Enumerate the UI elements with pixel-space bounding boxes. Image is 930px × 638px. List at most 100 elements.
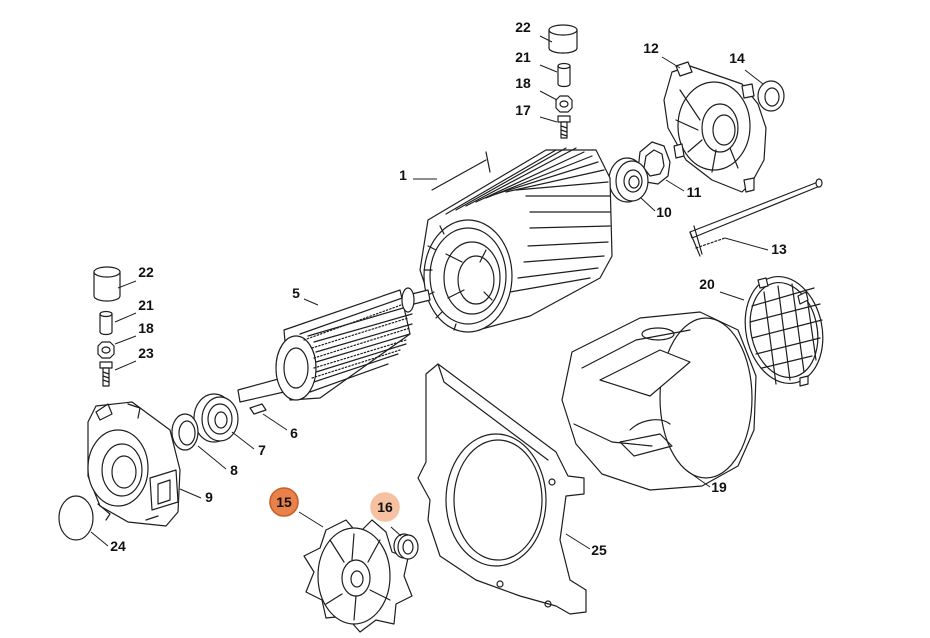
callout-number: 16 — [377, 499, 393, 515]
callout-number: 21 — [515, 49, 531, 65]
part-fan-cowl — [561, 311, 757, 491]
callout-c22b: 22 — [117, 264, 154, 289]
part-flange-plate — [417, 363, 587, 615]
leader-line — [197, 445, 227, 470]
callout-number: 18 — [515, 75, 531, 91]
callout-number: 6 — [290, 425, 298, 441]
part-seal-8 — [171, 413, 199, 451]
part-ring-14 — [757, 80, 785, 112]
callout-c24: 24 — [90, 531, 126, 554]
callout-c5: 5 — [292, 285, 319, 306]
leader-line — [565, 533, 591, 550]
callout-c22a: 22 — [515, 19, 553, 43]
callout-number: 10 — [656, 204, 672, 220]
part-cap-22-top — [548, 24, 578, 54]
callout-highlight-circle — [269, 487, 299, 517]
callout-c21a: 21 — [515, 49, 558, 73]
callout-number: 15 — [276, 494, 292, 510]
part-sleeve-16 — [393, 533, 419, 560]
callout-c14: 14 — [729, 50, 764, 85]
part-tie-rod — [689, 178, 823, 257]
callout-number: 17 — [515, 102, 531, 118]
callout-number: 21 — [138, 297, 154, 313]
callout-number: 8 — [230, 462, 238, 478]
part-sleeve-21-top — [557, 62, 571, 88]
leader-line — [231, 431, 255, 450]
leader-line — [114, 360, 137, 371]
callout-number: 18 — [138, 320, 154, 336]
callout-number: 22 — [138, 264, 154, 280]
callout-c25: 25 — [565, 533, 607, 558]
leader-line — [298, 511, 324, 528]
callout-number: 7 — [258, 442, 266, 458]
callout-c15: 15 — [269, 487, 324, 528]
leader-line — [303, 298, 319, 306]
callout-number: 20 — [699, 276, 715, 292]
leader-line — [665, 179, 685, 192]
callout-c1: 1 — [399, 167, 437, 183]
callout-number: 5 — [292, 285, 300, 301]
callout-c19: 19 — [685, 469, 727, 495]
leader-line — [262, 413, 288, 431]
callout-highlight-circle — [370, 492, 400, 522]
callout-number: 1 — [399, 167, 407, 183]
part-bearing-7 — [193, 393, 239, 443]
callout-number: 14 — [729, 50, 745, 66]
callout-c7: 7 — [231, 431, 266, 458]
part-cap-22-left — [93, 266, 121, 302]
leader-line — [390, 526, 402, 537]
callout-number: 12 — [643, 40, 659, 56]
part-gasket-24 — [58, 495, 94, 541]
leader-line — [719, 291, 745, 301]
leader-line — [179, 488, 202, 499]
callout-c9: 9 — [179, 488, 213, 505]
callout-number: 13 — [771, 241, 787, 257]
leader-line — [539, 64, 558, 73]
leader-line — [114, 335, 137, 345]
leader-line — [539, 90, 558, 101]
part-nut-18-top — [555, 95, 573, 113]
callout-c18b: 18 — [114, 320, 154, 345]
callout-number: 25 — [591, 542, 607, 558]
part-nut-18-left — [97, 341, 115, 359]
leader-line — [90, 531, 109, 547]
part-end-shield-front — [87, 401, 181, 527]
part-key-6 — [249, 403, 267, 415]
callout-c10: 10 — [640, 197, 672, 220]
callout-c12: 12 — [643, 40, 681, 69]
callout-c18a: 18 — [515, 75, 558, 101]
part-bearing-10 — [608, 157, 649, 203]
callout-c6: 6 — [262, 413, 298, 441]
callout-c23: 23 — [114, 345, 154, 371]
part-stator-housing — [419, 147, 613, 333]
part-grille — [744, 275, 824, 387]
callout-number: 22 — [515, 19, 531, 35]
callout-c13: 13 — [724, 237, 787, 257]
callout-number: 9 — [205, 489, 213, 505]
callout-number: 11 — [687, 184, 702, 200]
callout-c17: 17 — [515, 102, 558, 123]
callout-c20: 20 — [699, 276, 745, 301]
part-fan-15 — [303, 519, 413, 633]
part-rotor — [237, 287, 431, 403]
callout-c21b: 21 — [114, 297, 154, 323]
leader-line — [117, 280, 137, 289]
part-bolt-23-left — [99, 361, 113, 387]
leader-line — [685, 469, 711, 488]
leader-line — [539, 35, 553, 43]
part-sleeve-21-left — [99, 310, 113, 336]
leader-line — [661, 56, 681, 69]
callout-c8: 8 — [197, 445, 238, 478]
leader-line — [114, 312, 137, 323]
leader-line — [539, 116, 558, 123]
leader-line — [724, 237, 769, 251]
callout-number: 23 — [138, 345, 154, 361]
part-end-shield-rear — [663, 61, 767, 193]
callout-number: 24 — [110, 538, 126, 554]
part-bolt-17-top — [557, 115, 571, 139]
leader-line — [640, 197, 656, 212]
callout-number: 19 — [711, 479, 727, 495]
